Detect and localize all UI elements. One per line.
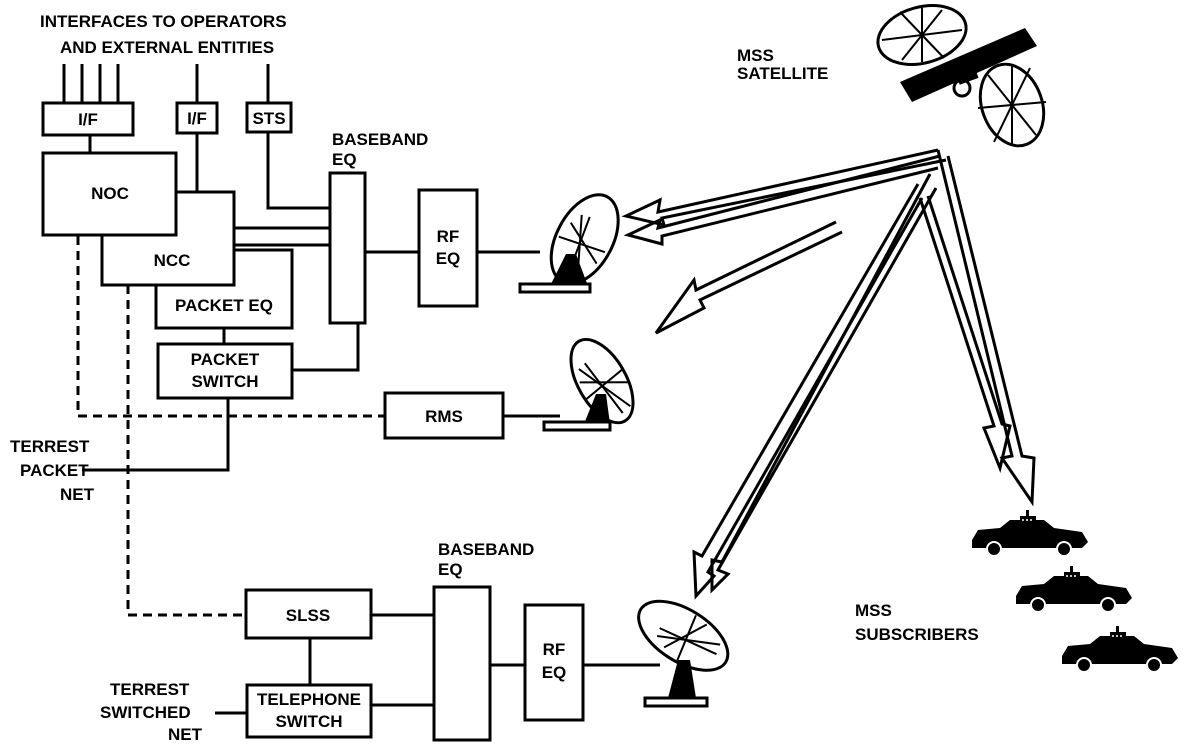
satellite-icon (876, 4, 1047, 148)
mss-satellite-label-line1: MSS (737, 46, 774, 65)
rms-box: RMS (383, 391, 505, 440)
baseband-eq-bottom-label-line2: EQ (438, 560, 463, 579)
sts-box: STS (245, 101, 293, 134)
svg-text:EQ: EQ (542, 663, 567, 682)
if-box-2: I/F (175, 101, 219, 135)
mss-subscribers-label-line1: MSS (855, 601, 892, 620)
svg-text:TELEPHONE: TELEPHONE (257, 690, 361, 709)
svg-text:RF: RF (543, 640, 566, 659)
svg-text:STS: STS (252, 109, 285, 128)
terrest-packet-label-line3: NET (60, 485, 94, 504)
antenna-dish-icon-middle (542, 337, 643, 432)
ncc-box: NCC (100, 190, 236, 287)
svg-text:SWITCH: SWITCH (191, 372, 258, 391)
interfaces-label-line1: INTERFACES TO OPERATORS (40, 12, 287, 31)
antenna-dish-icon-top (518, 193, 620, 294)
terrest-switched-label-line2: SWITCHED (100, 703, 191, 722)
svg-text:SLSS: SLSS (286, 606, 330, 625)
svg-text:NOC: NOC (91, 184, 129, 203)
car-icon-1 (971, 509, 1089, 557)
rf-eq-top-box: RF EQ (417, 188, 479, 308)
baseband-eq-bottom-box (432, 585, 492, 742)
mss-subscribers-label-line2: SUBSCRIBERS (855, 625, 979, 644)
svg-text:RF: RF (437, 227, 460, 246)
antenna-dish-icon-bottom (637, 599, 730, 708)
baseband-eq-top-label-line2: EQ (332, 150, 357, 169)
slss-box: SLSS (244, 588, 373, 640)
svg-text:I/F: I/F (78, 110, 98, 129)
packet-switch-box: PACKET SWITCH (156, 342, 294, 400)
packet-eq-box: PACKET EQ (154, 248, 294, 330)
noc-box: NOC (41, 151, 178, 237)
baseband-eq-top-box (328, 171, 367, 325)
if-box-1: I/F (41, 101, 135, 137)
svg-text:I/F: I/F (187, 109, 207, 128)
svg-text:NCC: NCC (154, 251, 191, 270)
car-icon-2 (1015, 565, 1133, 613)
svg-text:RMS: RMS (425, 407, 463, 426)
car-icon-3 (1061, 625, 1179, 673)
dashed-control-links (76, 236, 385, 617)
interfaces-label-line2: AND EXTERNAL ENTITIES (60, 38, 275, 57)
baseband-eq-top-label-line1: BASEBAND (332, 130, 429, 149)
interface-lines (62, 64, 270, 103)
terrest-packet-label-line1: TERREST (10, 437, 90, 456)
telephone-switch-box: TELEPHONE SWITCH (245, 683, 373, 739)
terrest-switched-label-line1: TERREST (110, 680, 190, 699)
connection-lines (82, 132, 660, 715)
svg-text:EQ: EQ (436, 249, 461, 268)
terrest-switched-label-line3: NET (168, 725, 202, 744)
svg-text:PACKET EQ: PACKET EQ (175, 296, 273, 315)
svg-text:PACKET: PACKET (191, 350, 260, 369)
baseband-eq-bottom-label-line1: BASEBAND (438, 540, 535, 559)
rf-eq-bottom-box: RF EQ (523, 603, 585, 722)
satellite-beam-arrows (621, 148, 1036, 600)
mss-satellite-label-line2: SATELLITE (737, 64, 829, 83)
terrest-packet-label-line2: PACKET (20, 461, 89, 480)
svg-text:SWITCH: SWITCH (275, 712, 342, 731)
